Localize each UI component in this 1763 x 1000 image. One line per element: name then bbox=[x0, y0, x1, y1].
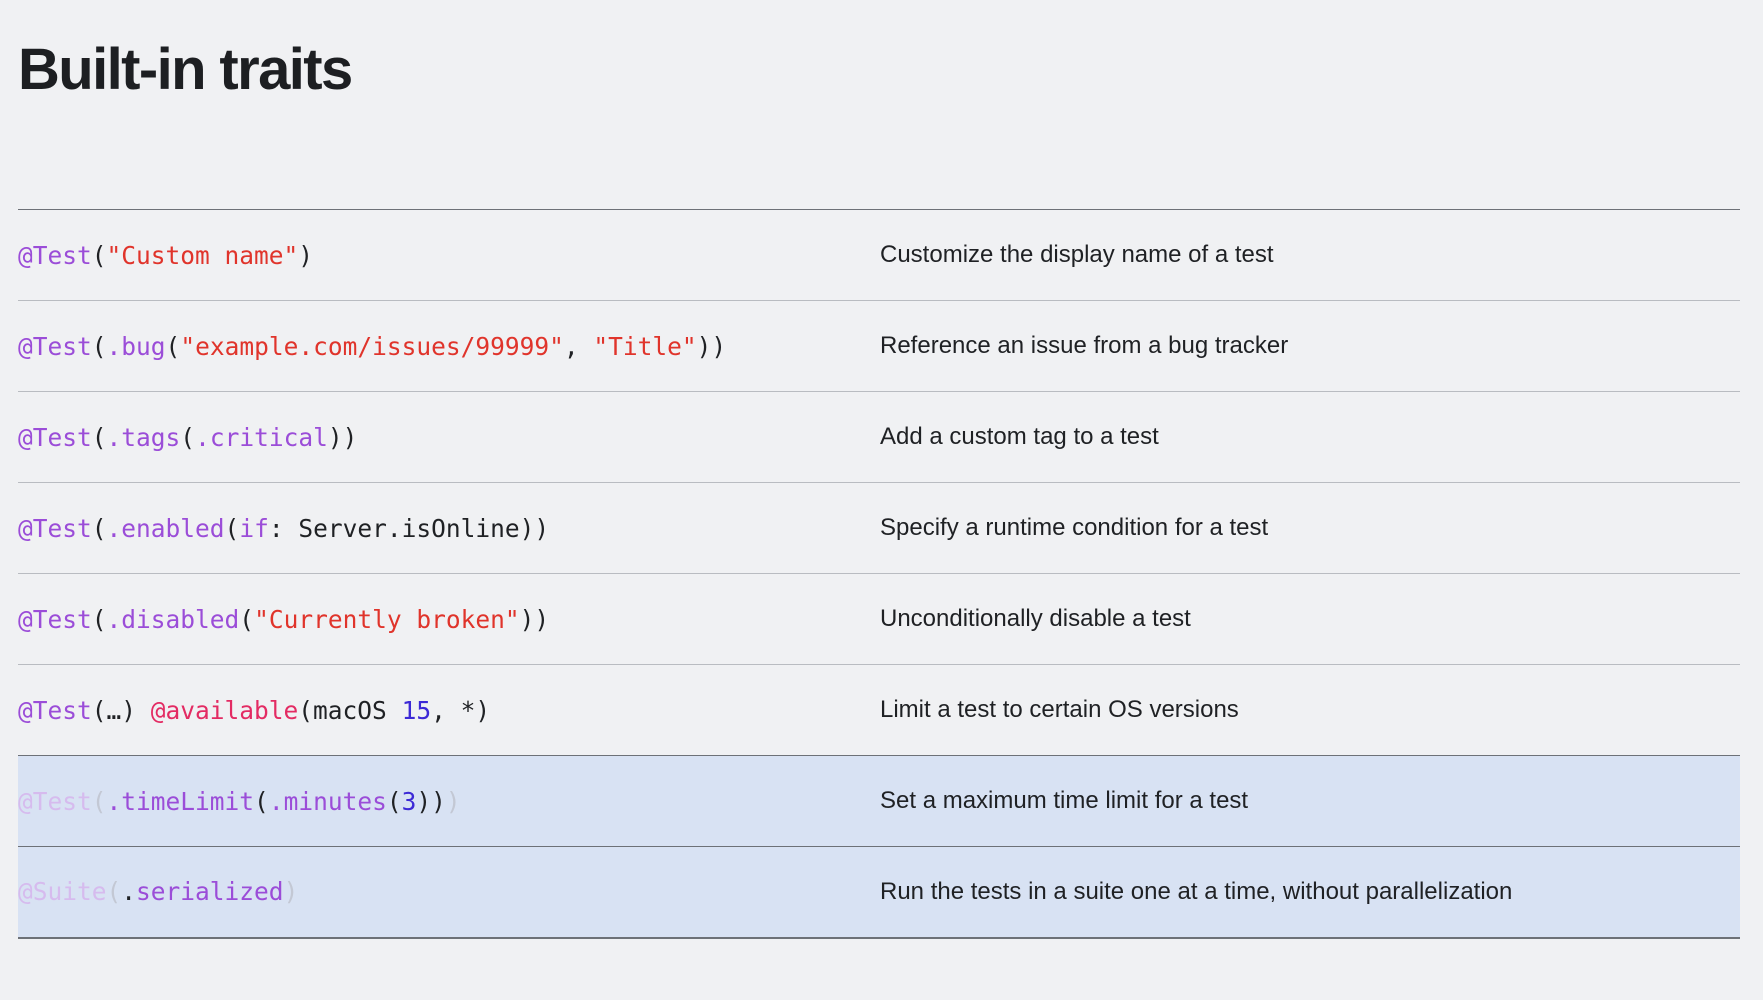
code-token-plain: (macOS bbox=[298, 695, 402, 725]
table-row: @Test(.enabled(if: Server.isOnline))Spec… bbox=[18, 482, 1740, 574]
code-token-faded-plain: ) bbox=[445, 786, 461, 816]
code-token-plain: )) bbox=[519, 604, 550, 634]
trait-code-snippet: @Test(.bug("example.com/issues/99999", "… bbox=[18, 332, 726, 361]
code-token-attr: @Test bbox=[18, 695, 92, 725]
code-token-member: .critical bbox=[195, 422, 328, 452]
code-token-keyword: if bbox=[239, 513, 269, 543]
code-token-attr: @Test bbox=[18, 240, 92, 270]
code-token-faded-attr: @Suite bbox=[18, 877, 107, 907]
code-token-plain: ( bbox=[165, 331, 181, 361]
trait-code-cell: @Test(…) @available(macOS 15, *) bbox=[18, 665, 880, 756]
code-token-plain: , bbox=[563, 331, 594, 361]
table-row: @Test(.timeLimit(.minutes(3)))Set a maxi… bbox=[18, 755, 1740, 847]
code-token-attr: @Test bbox=[18, 331, 92, 361]
trait-description-cell: Run the tests in a suite one at a time, … bbox=[880, 846, 1740, 938]
code-token-plain: . bbox=[121, 877, 137, 907]
trait-code-snippet: @Test(.timeLimit(.minutes(3))) bbox=[18, 787, 461, 816]
code-token-plain: ) bbox=[298, 240, 314, 270]
trait-code-snippet: @Test(.enabled(if: Server.isOnline)) bbox=[18, 514, 549, 543]
table-row: @Test(.bug("example.com/issues/99999", "… bbox=[18, 300, 1740, 392]
trait-code-cell: @Test("Custom name") bbox=[18, 210, 880, 301]
code-token-plain: ( bbox=[224, 513, 240, 543]
code-token-member: serialized bbox=[136, 877, 284, 907]
trait-description-cell: Add a custom tag to a test bbox=[880, 392, 1740, 483]
page-title: Built-in traits bbox=[18, 36, 353, 102]
trait-code-cell: @Test(.tags(.critical)) bbox=[18, 392, 880, 483]
trait-description: Unconditionally disable a test bbox=[880, 605, 1191, 633]
code-token-plain: ( bbox=[91, 240, 107, 270]
trait-code-cell: @Test(.enabled(if: Server.isOnline)) bbox=[18, 483, 880, 574]
code-token-number: 3 bbox=[401, 786, 417, 816]
code-token-plain: (…) bbox=[91, 695, 151, 725]
code-token-string: "example.com/issues/99999" bbox=[180, 331, 564, 361]
traits-table-body: @Test("Custom name")Customize the displa… bbox=[18, 209, 1740, 938]
code-token-faded-plain: ( bbox=[106, 877, 122, 907]
code-token-member: .enabled bbox=[106, 513, 225, 543]
trait-code-snippet: @Test(…) @available(macOS 15, *) bbox=[18, 696, 490, 725]
built-in-traits-table: @Test("Custom name")Customize the displa… bbox=[18, 209, 1740, 939]
code-token-plain: ( bbox=[91, 513, 107, 543]
code-token-plain: ( bbox=[180, 422, 196, 452]
table-row: @Test("Custom name") Customize the displa… bbox=[18, 209, 1740, 301]
trait-description-cell: Customize the display name of a test bbox=[880, 210, 1740, 301]
code-token-string: "Title" bbox=[593, 331, 697, 361]
code-token-plain: ( bbox=[91, 331, 107, 361]
code-token-attr: @Test bbox=[18, 604, 92, 634]
code-token-attr: @Test bbox=[18, 422, 92, 452]
code-token-faded-attr: @Test bbox=[18, 786, 92, 816]
code-token-string: "Custom name" bbox=[106, 240, 299, 270]
trait-description: Add a custom tag to a test bbox=[880, 423, 1159, 451]
code-token-plain: ( bbox=[386, 786, 402, 816]
trait-code-snippet: @Suite(.serialized) bbox=[18, 877, 298, 906]
code-token-plain: )) bbox=[327, 422, 358, 452]
code-token-plain: ( bbox=[239, 604, 255, 634]
table-row: @Test(.tags(.critical))Add a custom tag … bbox=[18, 391, 1740, 483]
trait-code-cell: @Suite(.serialized) bbox=[18, 846, 880, 938]
code-token-attr: @Test bbox=[18, 513, 92, 543]
trait-description-cell: Reference an issue from a bug tracker bbox=[880, 301, 1740, 392]
trait-code-snippet: @Test(.disabled("Currently broken")) bbox=[18, 605, 549, 634]
code-token-faded-plain: ) bbox=[283, 877, 299, 907]
trait-code-cell: @Test(.disabled("Currently broken")) bbox=[18, 574, 880, 665]
trait-description: Run the tests in a suite one at a time, … bbox=[880, 878, 1513, 906]
trait-description: Set a maximum time limit for a test bbox=[880, 787, 1249, 815]
table-row: @Suite(.serialized) Run the tests in a su… bbox=[18, 846, 1740, 938]
trait-code-snippet: @Test(.tags(.critical)) bbox=[18, 423, 357, 452]
trait-code-cell: @Test(.bug("example.com/issues/99999", "… bbox=[18, 301, 880, 392]
code-token-plain: )) bbox=[696, 331, 727, 361]
code-token-member: .minutes bbox=[268, 786, 387, 816]
trait-description: Specify a runtime condition for a test bbox=[880, 514, 1269, 542]
code-token-member: .bug bbox=[106, 331, 166, 361]
code-token-member: .timeLimit bbox=[106, 786, 255, 816]
code-token-plain: ( bbox=[91, 604, 107, 634]
trait-description: Reference an issue from a bug tracker bbox=[880, 332, 1289, 360]
trait-description-cell: Unconditionally disable a test bbox=[880, 574, 1740, 665]
code-token-plain: ( bbox=[254, 786, 269, 816]
trait-code-snippet: @Test("Custom name") bbox=[18, 241, 313, 270]
code-token-faded-plain: ( bbox=[91, 786, 107, 816]
trait-code-cell: @Test(.timeLimit(.minutes(3))) bbox=[18, 755, 880, 847]
code-token-avail: @available bbox=[150, 695, 299, 725]
trait-description: Limit a test to certain OS versions bbox=[880, 696, 1239, 724]
code-token-string: "Currently broken" bbox=[254, 604, 520, 634]
table-row: @Test(…) @available(macOS 15, *) Limit a … bbox=[18, 664, 1740, 756]
code-token-member: .tags bbox=[106, 422, 181, 452]
table-row: @Test(.disabled("Currently broken"))Unco… bbox=[18, 573, 1740, 665]
code-token-number: 15 bbox=[401, 695, 432, 725]
code-token-plain: : Server.isOnline)) bbox=[268, 513, 550, 543]
code-token-member: .disabled bbox=[106, 604, 240, 634]
code-token-plain: )) bbox=[416, 786, 446, 816]
trait-description-cell: Limit a test to certain OS versions bbox=[880, 665, 1740, 756]
code-token-plain: , *) bbox=[431, 695, 491, 725]
code-token-plain: ( bbox=[91, 422, 107, 452]
trait-description-cell: Set a maximum time limit for a test bbox=[880, 755, 1740, 847]
trait-description-cell: Specify a runtime condition for a test bbox=[880, 483, 1740, 574]
trait-description: Customize the display name of a test bbox=[880, 241, 1274, 269]
